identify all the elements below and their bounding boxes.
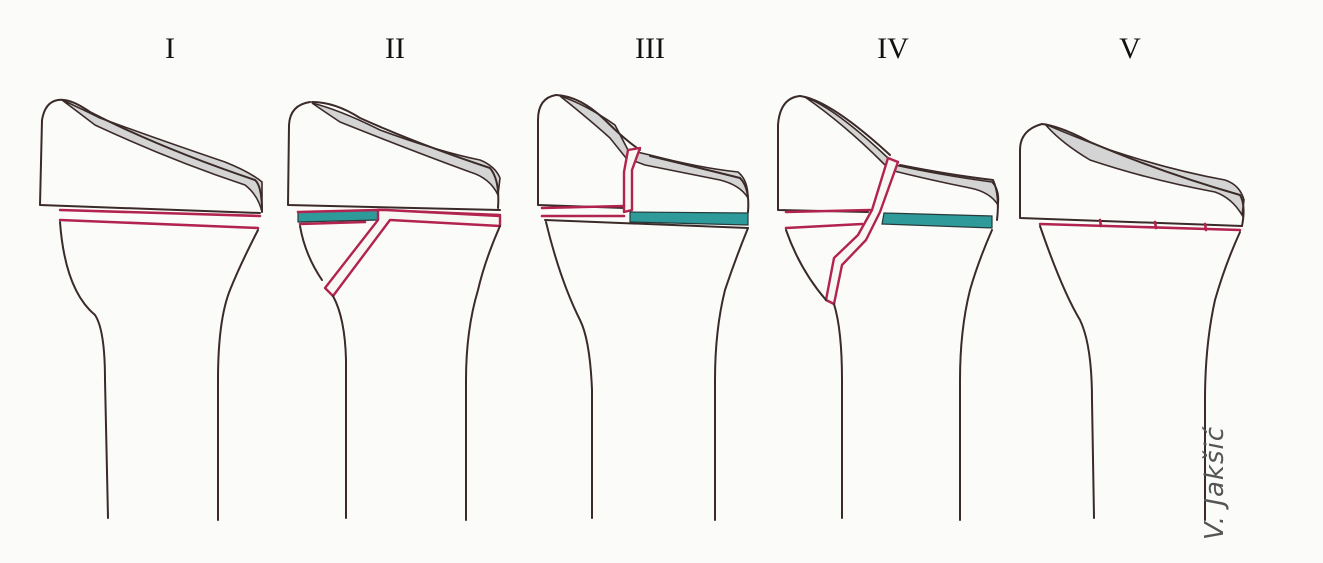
artist-signature: V. Jakšić: [1200, 426, 1230, 540]
panel-1-bone: [40, 100, 262, 520]
panel-2-bone: [288, 102, 500, 520]
panel-4-bone: [778, 96, 998, 520]
panel-3-bone: [538, 95, 748, 520]
